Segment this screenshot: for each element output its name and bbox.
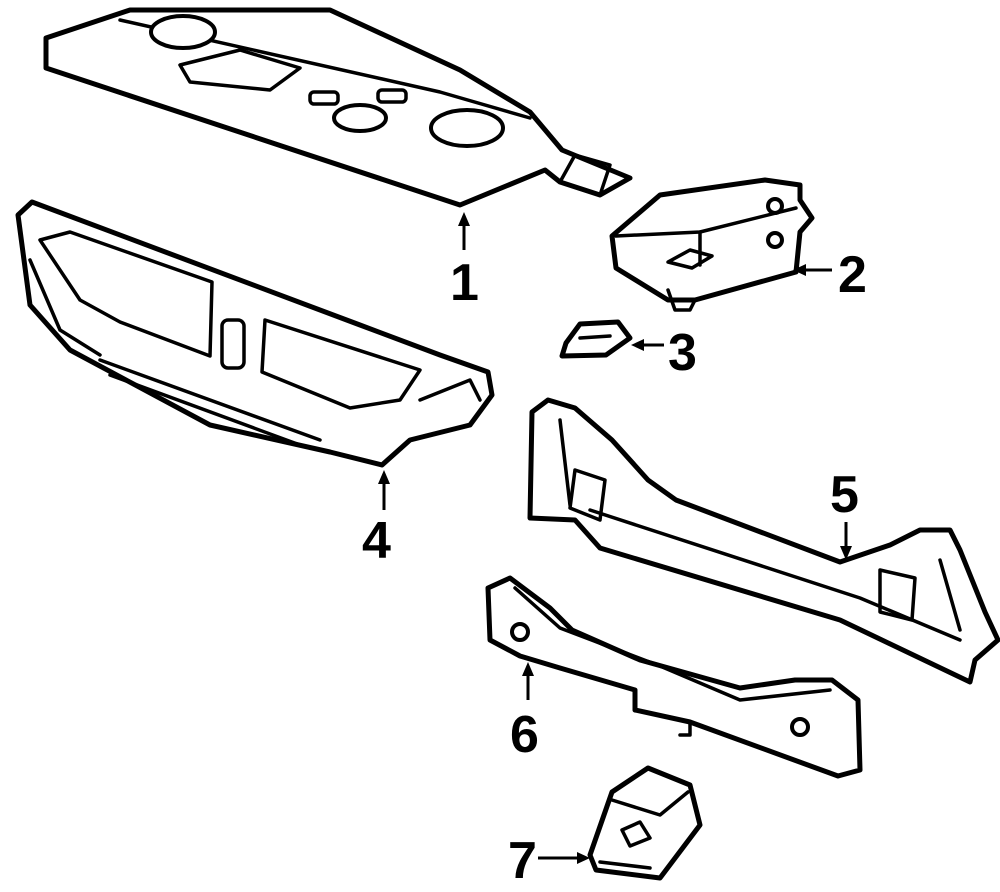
callout-6: 6 — [510, 706, 539, 764]
callout-5: 5 — [830, 466, 859, 524]
arrowhead-6 — [522, 662, 534, 676]
callout-3: 3 — [668, 324, 697, 382]
part-5-side-rail — [527, 397, 1000, 685]
arrowhead-1 — [458, 212, 470, 226]
part-6-lower-rail — [485, 575, 863, 779]
callout-4: 4 — [362, 512, 391, 570]
callout-1: 1 — [450, 254, 479, 312]
part-3-clip — [559, 319, 633, 359]
part-7-small-bracket — [587, 765, 703, 881]
arrowhead-2 — [793, 264, 806, 276]
leader-lines — [378, 212, 852, 864]
part-1-package-tray — [43, 7, 633, 208]
callout-labels: 1 2 3 4 5 6 7 — [362, 246, 867, 890]
part-2-bracket — [609, 177, 815, 312]
arrowhead-4 — [378, 470, 390, 484]
arrowhead-7 — [577, 852, 590, 864]
callout-7: 7 — [508, 832, 537, 890]
arrowhead-3 — [631, 339, 644, 351]
callout-2: 2 — [838, 246, 867, 304]
arrowhead-5 — [840, 546, 852, 560]
part-4-rear-panel — [15, 199, 495, 468]
